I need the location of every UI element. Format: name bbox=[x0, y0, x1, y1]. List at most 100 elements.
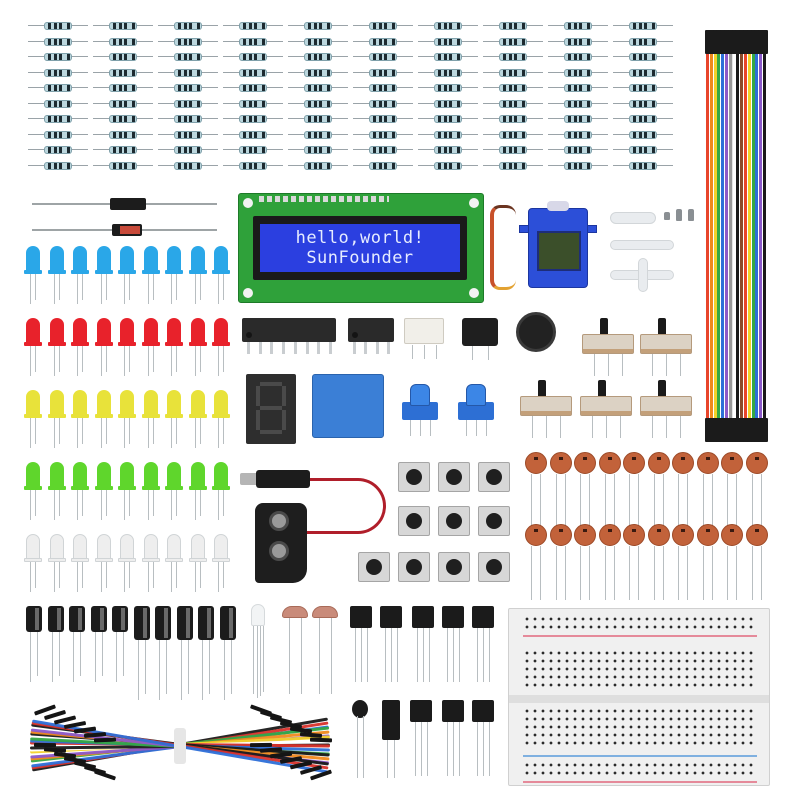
resistor bbox=[288, 130, 348, 139]
resistor bbox=[548, 22, 608, 30]
electrolytic-capacitor bbox=[198, 606, 214, 700]
resistor-column bbox=[548, 22, 608, 182]
tactile-button bbox=[478, 462, 510, 492]
resistor bbox=[28, 161, 88, 170]
servo-horn-single bbox=[610, 212, 656, 224]
rgb-led bbox=[250, 604, 266, 698]
screw-icon bbox=[664, 212, 670, 220]
led-red bbox=[71, 318, 89, 378]
led-yellow bbox=[118, 390, 136, 450]
resistor bbox=[158, 68, 218, 77]
resistor bbox=[548, 146, 608, 154]
resistor bbox=[288, 84, 348, 92]
resistor bbox=[548, 130, 608, 139]
resistor bbox=[93, 84, 153, 92]
led-white bbox=[165, 534, 183, 594]
ceramic-capacitor bbox=[647, 452, 670, 528]
servo-cable bbox=[490, 205, 516, 290]
screw-icon bbox=[676, 209, 682, 221]
rectifier-diode bbox=[32, 198, 217, 210]
to92-transistor bbox=[472, 700, 494, 776]
tilt-switch bbox=[382, 700, 400, 780]
dip16-ic bbox=[242, 318, 336, 354]
lcd-line-1: hello,world! bbox=[295, 228, 425, 248]
resistor bbox=[28, 146, 88, 154]
electrolytic-capacitor bbox=[112, 606, 128, 682]
led-row-white bbox=[24, 534, 236, 594]
resistor bbox=[28, 84, 88, 92]
resistor bbox=[613, 115, 673, 123]
electrolytic-capacitor bbox=[90, 606, 107, 682]
tactile-button bbox=[438, 506, 470, 536]
resistor bbox=[613, 84, 673, 92]
led-red bbox=[212, 318, 230, 378]
ceramic-capacitor bbox=[623, 524, 645, 600]
electrolytic-capacitor bbox=[155, 606, 171, 700]
led-red bbox=[141, 318, 160, 378]
led-yellow bbox=[71, 390, 89, 450]
led-white bbox=[47, 534, 66, 594]
resistor bbox=[93, 37, 153, 46]
resistor bbox=[418, 53, 478, 61]
tactile-button bbox=[438, 552, 470, 582]
dc-barrel-plug bbox=[240, 470, 310, 488]
resistor bbox=[613, 130, 673, 139]
resistor bbox=[483, 53, 543, 61]
resistor bbox=[418, 99, 478, 108]
led-row-red bbox=[24, 318, 236, 378]
resistor bbox=[93, 115, 153, 123]
resistor bbox=[223, 161, 283, 170]
resistor bbox=[418, 84, 478, 92]
resistor bbox=[93, 53, 153, 61]
led-green bbox=[188, 462, 207, 522]
resistor bbox=[223, 99, 283, 108]
resistor bbox=[483, 146, 543, 154]
led-white bbox=[212, 534, 230, 594]
led-white bbox=[94, 534, 113, 594]
resistor-column bbox=[223, 22, 283, 182]
resistor bbox=[93, 22, 153, 30]
electrolytic-capacitor bbox=[69, 606, 85, 682]
resistor-column bbox=[158, 22, 218, 182]
led-red bbox=[94, 318, 113, 378]
led-yellow bbox=[188, 390, 207, 450]
led-green bbox=[212, 462, 230, 522]
to92-transistor bbox=[380, 606, 402, 682]
resistor bbox=[93, 99, 153, 108]
resistor bbox=[93, 68, 153, 77]
dupont-ribbon-cable bbox=[700, 30, 772, 442]
led-blue bbox=[212, 246, 230, 306]
thermistor bbox=[352, 700, 368, 780]
resistor bbox=[613, 22, 673, 30]
dip8-ic bbox=[348, 318, 394, 354]
resistor bbox=[223, 53, 283, 61]
tactile-button bbox=[438, 462, 470, 492]
resistor-column bbox=[613, 22, 673, 182]
seven-segment-display bbox=[246, 374, 296, 444]
ceramic-capacitor bbox=[623, 452, 645, 528]
resistor bbox=[288, 99, 348, 108]
to92-transistor bbox=[410, 700, 432, 776]
ceramic-capacitor bbox=[745, 524, 768, 600]
resistor bbox=[28, 115, 88, 123]
led-yellow bbox=[47, 390, 66, 450]
resistor bbox=[288, 161, 348, 170]
electrolytic-capacitor bbox=[219, 606, 236, 700]
led-green bbox=[94, 462, 113, 522]
led-white bbox=[118, 534, 136, 594]
resistor bbox=[223, 68, 283, 77]
breadboard bbox=[508, 608, 770, 786]
resistor bbox=[418, 146, 478, 154]
passive-buzzer bbox=[462, 318, 498, 360]
tactile-button bbox=[478, 506, 510, 536]
resistor bbox=[288, 146, 348, 154]
resistor-column bbox=[483, 22, 543, 182]
resistor bbox=[483, 161, 543, 170]
resistor bbox=[613, 68, 673, 77]
servo-horn-double bbox=[610, 240, 674, 250]
led-row-blue bbox=[24, 246, 236, 306]
resistor bbox=[158, 146, 218, 154]
electrolytic-capacitor bbox=[26, 606, 42, 682]
resistor bbox=[28, 99, 88, 108]
tactile-button bbox=[358, 552, 390, 582]
